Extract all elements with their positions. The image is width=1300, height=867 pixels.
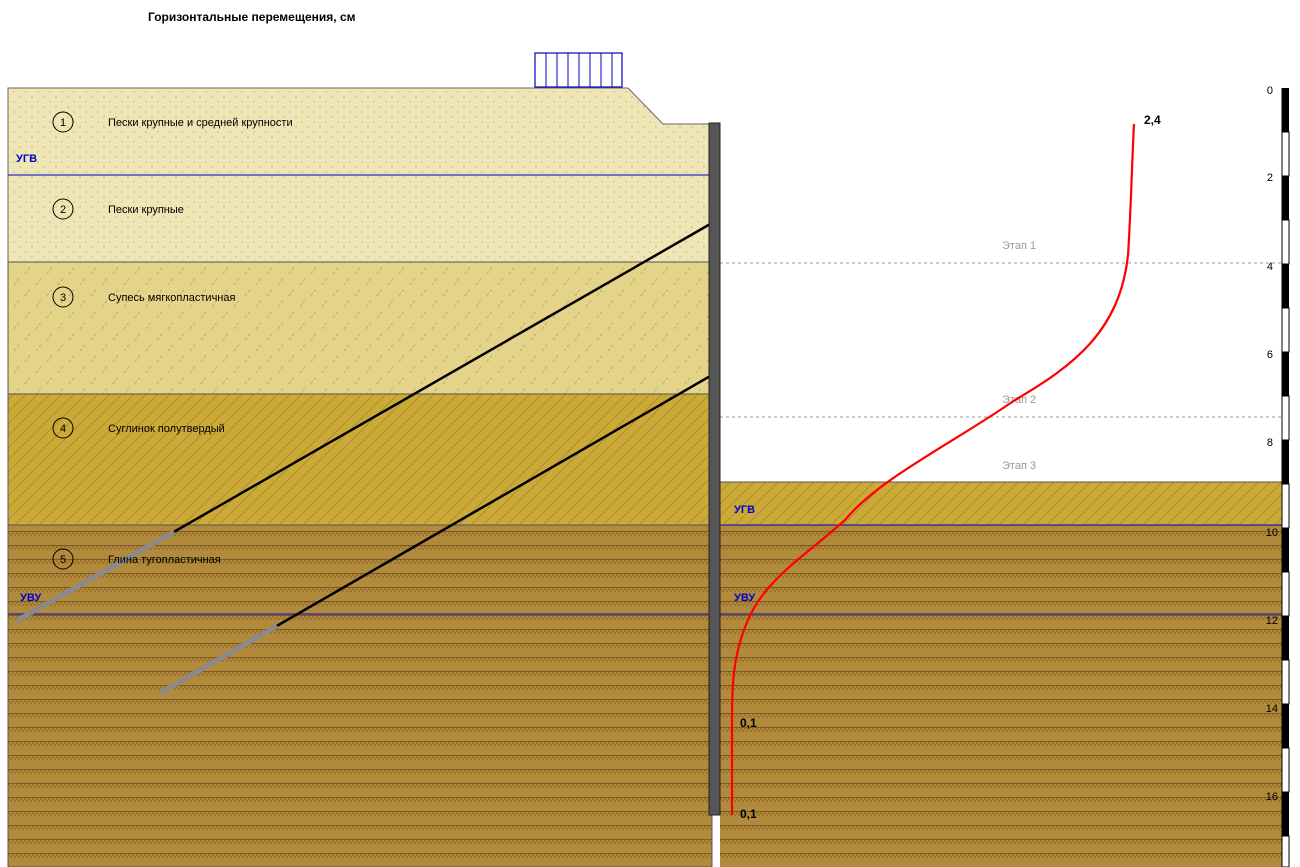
layer-3-name: Супесь мягкопластичная	[108, 292, 235, 304]
layer-label-3: 3 Супесь мягкопластичная	[52, 286, 235, 308]
ugv-label-right: УГВ	[734, 504, 755, 516]
layer-3-sandy-loam	[7, 261, 713, 395]
layer-5-name: Глина тугопластичная	[108, 554, 221, 566]
retaining-wall	[708, 122, 721, 816]
depth-tick-12: 12	[1266, 615, 1278, 627]
layer-label-1: 1 Пески крупные и средней крупности	[52, 111, 293, 133]
layer-2-name: Пески крупные	[108, 204, 184, 216]
depth-tick-6: 6	[1267, 349, 1273, 361]
uvu-label-right: УВУ	[734, 592, 755, 604]
depth-tick-14: 14	[1266, 703, 1278, 715]
depth-tick-8: 8	[1267, 437, 1273, 449]
layer-4-loam	[7, 393, 713, 526]
layer-3-num: 3	[60, 292, 66, 304]
displacement-bottom-label: 0,1	[740, 807, 757, 821]
layer-1-name: Пески крупные и средней крупности	[108, 117, 293, 129]
layer-4-num: 4	[60, 423, 66, 435]
uvu-label-left: УВУ	[20, 592, 41, 604]
layer-5-clay	[7, 524, 713, 867]
depth-tick-0: 0	[1267, 85, 1273, 97]
layer-label-5: 5 Глина тугопластичная	[52, 548, 221, 570]
layer-2-num: 2	[60, 204, 66, 216]
layer-5-num: 5	[60, 554, 66, 566]
depth-tick-4: 4	[1267, 261, 1273, 273]
anchor-lower	[159, 373, 713, 695]
displacement-top-label: 2,4	[1144, 113, 1161, 127]
layer-1-2-sand	[7, 87, 713, 263]
ugv-label-left: УГВ	[16, 153, 37, 165]
layer-1-num: 1	[60, 117, 66, 129]
surface-load-icon	[534, 52, 623, 88]
depth-tick-10: 10	[1266, 527, 1278, 539]
depth-tick-16: 16	[1266, 791, 1278, 803]
layer-label-2: 2 Пески крупные	[52, 198, 184, 220]
depth-scale: 0 2 4 6 8 10 12 14 16	[1266, 85, 1290, 867]
stage-1-label: Этап 1	[1002, 240, 1036, 252]
anchor-upper	[15, 221, 713, 623]
displacement-mid-label: 0,1	[740, 716, 757, 730]
depth-tick-2: 2	[1267, 172, 1273, 184]
chart-title: Горизонтальные перемещения, см	[148, 10, 356, 24]
excavation-clay	[720, 525, 1282, 867]
displacement-curve	[730, 123, 1136, 815]
layer-label-4: 4 Суглинок полутвердый	[52, 417, 225, 439]
layer-4-name: Суглинок полутвердый	[108, 423, 225, 435]
excavation-loam	[720, 482, 1282, 525]
stage-3-label: Этап 3	[1002, 460, 1036, 472]
